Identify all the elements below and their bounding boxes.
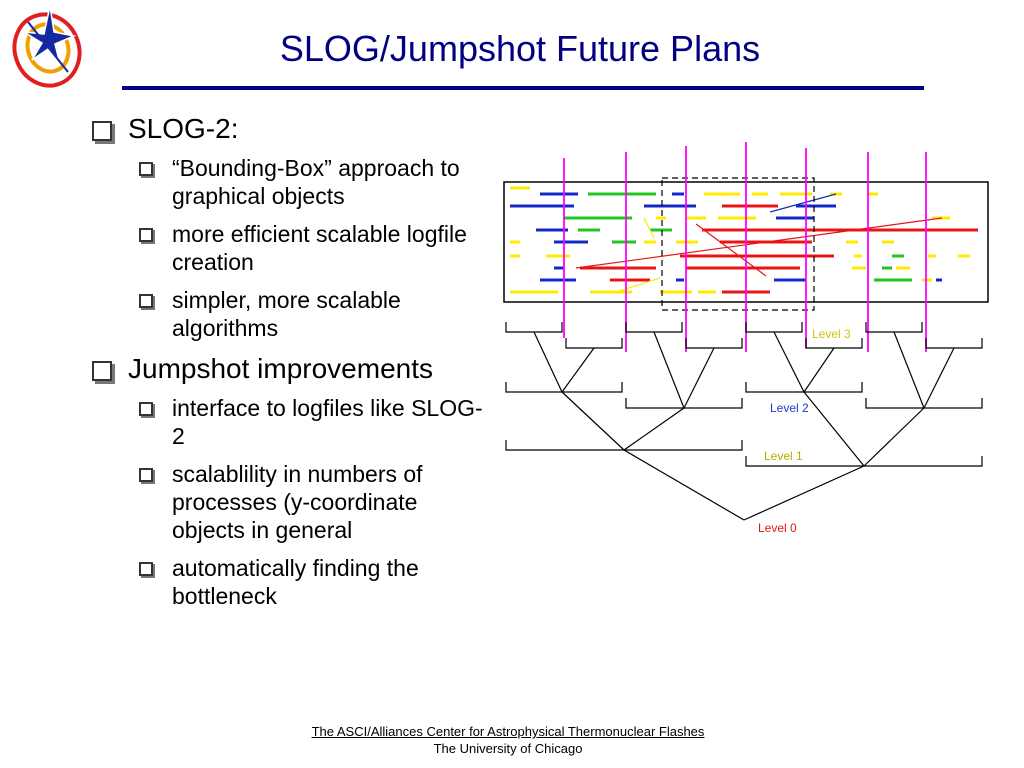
- timeline-arrows: [575, 193, 943, 293]
- sub-bullet: simpler, more scalable algorithms: [92, 286, 492, 342]
- checkbox-bullet-icon: [139, 162, 153, 176]
- title-rule: [122, 86, 924, 90]
- checkbox-bullet-icon: [92, 121, 112, 141]
- slog-tree: [505, 322, 983, 521]
- level-1-label: Level 1: [764, 449, 803, 463]
- sub-bullet: “Bounding-Box” approach to graphical obj…: [92, 154, 492, 210]
- footer-university: The University of Chicago: [433, 741, 583, 756]
- process-lines: [563, 142, 927, 352]
- sub-bullet: automatically finding the bottleneck: [92, 554, 492, 610]
- checkbox-bullet-icon: [139, 228, 153, 242]
- checkbox-bullet-icon: [92, 361, 112, 381]
- sub-bullet: more efficient scalable logfile creation: [92, 220, 492, 276]
- sub-bullet: interface to logfiles like SLOG-2: [92, 394, 492, 450]
- bullet-jumpshot: Jumpshot improvements: [92, 352, 492, 386]
- slide-title: SLOG/Jumpshot Future Plans: [279, 28, 761, 69]
- sub-bullet: scalablility in numbers of processes (y-…: [92, 460, 492, 544]
- level-0-label: Level 0: [758, 521, 797, 535]
- bounding-box: [661, 177, 815, 311]
- level-3-label: Level 3: [812, 327, 851, 341]
- checkbox-bullet-icon: [139, 294, 153, 308]
- level-2-label: Level 2: [770, 401, 809, 415]
- footer: The ASCI/Alliances Center for Astrophysi…: [200, 723, 816, 757]
- bullet-slog2: SLOG-2:: [92, 112, 492, 146]
- bullet-list: SLOG-2: “Bounding-Box” approach to graph…: [92, 112, 492, 620]
- checkbox-bullet-icon: [139, 562, 153, 576]
- flash-center-logo: [12, 5, 82, 88]
- footer-link[interactable]: The ASCI/Alliances Center for Astrophysi…: [311, 724, 705, 739]
- checkbox-bullet-icon: [139, 468, 153, 482]
- checkbox-bullet-icon: [139, 402, 153, 416]
- slog-tree-diagram: Level 3 Level 2 Level 1 Level 0: [503, 142, 989, 535]
